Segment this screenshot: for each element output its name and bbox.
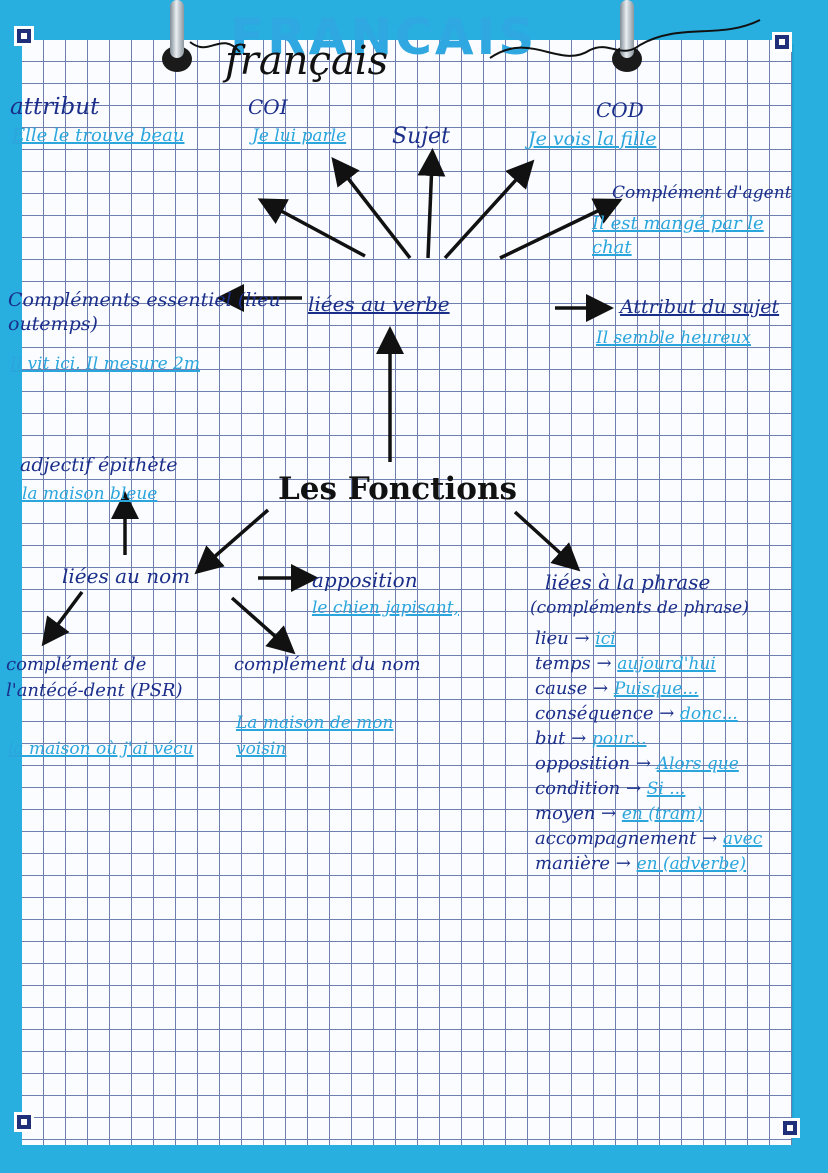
corner-decoration-icon <box>780 1118 800 1138</box>
coi-label: COI <box>248 95 288 119</box>
adjectif-epithete-example: la maison bleue <box>22 484 158 504</box>
complement-du-nom-example: La maison de mon voisin <box>236 713 394 759</box>
central-topic-les-fonctions: Les Fonctions <box>278 471 517 507</box>
list-item: opposition → Alors que <box>535 753 739 774</box>
page-border-right <box>794 0 828 1173</box>
cod-example: Je vois la fille <box>528 128 657 150</box>
corner-decoration-icon <box>772 32 792 52</box>
list-item: conséquence → donc... <box>535 703 738 724</box>
attribut-du-sujet-label: Attribut du sujet <box>620 296 780 318</box>
complements-de-phrase-label: (compléments de phrase) <box>530 598 749 618</box>
corner-decoration-icon <box>14 1112 34 1132</box>
liees-au-verbe-label: liées au verbe <box>308 292 450 316</box>
apposition-label: apposition <box>312 568 418 592</box>
page-title-caps: FRANCAIS <box>230 8 538 66</box>
corner-decoration-icon <box>14 26 34 46</box>
list-item: lieu → ici <box>535 628 616 649</box>
apposition-example: le chien japisant, <box>312 598 459 618</box>
attribut-du-sujet-example: Il semble heureux <box>596 328 751 348</box>
adjectif-epithete-label: adjectif épithète <box>20 454 178 476</box>
list-item: temps → aujourd'hui <box>535 653 716 674</box>
page-title-script: français <box>225 38 389 84</box>
complement-antecedent-label: complément de l'antécé-dent (PSR) <box>6 654 183 701</box>
grid-paper-sheet <box>22 40 792 1145</box>
list-item: moyen → en (tram) <box>535 803 703 824</box>
complement-antecedent-example: la maison où j'ai vécu <box>8 739 194 759</box>
list-item: but → pour... <box>535 728 647 749</box>
page-border-left <box>0 0 26 1173</box>
liees-a-la-phrase-label: liées à la phrase <box>545 570 711 594</box>
page-border-top <box>0 0 828 44</box>
complements-essentiels-example: Il vit ici. Il mesure 2m <box>10 354 200 374</box>
liees-au-nom-label: liées au nom <box>62 564 191 588</box>
binder-ring-left <box>170 0 184 58</box>
sujet-label: Sujet <box>392 124 450 149</box>
attribut-label: attribut <box>10 94 100 120</box>
list-item: condition → Si ... <box>535 778 686 799</box>
complement-du-nom-label: complément du nom <box>234 654 421 675</box>
binder-ring-right <box>620 0 634 58</box>
list-item: accompagnement → avec <box>535 828 763 849</box>
list-item: cause → Puisque... <box>535 678 699 699</box>
complements-essentiels-label: Compléments essentiel (lieu outemps) <box>8 289 281 335</box>
list-item: manière → en (adverbe) <box>535 853 747 874</box>
complement-agent-example: Il est mangé par le chat <box>592 213 764 258</box>
attribut-example: Elle le trouve beau <box>12 125 185 146</box>
cod-label: COD <box>596 98 644 122</box>
complement-agent-label: Complément d'agent <box>612 183 792 203</box>
coi-example: Je lui parle <box>252 126 347 146</box>
